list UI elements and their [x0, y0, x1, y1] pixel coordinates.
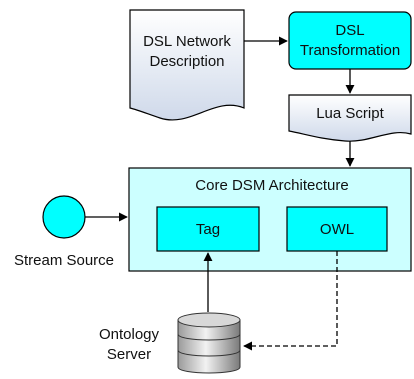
dashed-arrow-owl-to-ontology — [243, 251, 338, 351]
dsl-description-line-2: Description — [149, 53, 224, 70]
ontology-server-line-2: Server — [107, 346, 151, 363]
owl-node: OWL — [286, 206, 388, 252]
owl-label: OWL — [320, 221, 354, 238]
core-architecture-title: Core DSM Architecture — [195, 177, 348, 194]
stream-source-label: Stream Source — [14, 252, 114, 269]
stream-source-circle — [42, 195, 86, 239]
dsl-transformation-line-2: Transformation — [300, 42, 400, 59]
dsl-transformation-node: DSL Transformation — [288, 11, 412, 70]
tag-label: Tag — [196, 221, 220, 238]
tag-node: Tag — [156, 206, 260, 252]
ontology-server-node: Ontology Server — [99, 312, 241, 374]
database-icon — [177, 312, 241, 374]
lua-script-node: Lua Script — [288, 94, 412, 142]
stream-source-node: Stream Source — [14, 195, 114, 269]
lua-script-label: Lua Script — [316, 105, 384, 122]
dsl-network-description-node: DSL Network Description — [129, 9, 245, 121]
dsl-description-line-1: DSL Network — [143, 33, 231, 50]
dsl-transformation-line-1: DSL — [335, 22, 364, 39]
ontology-server-line-1: Ontology — [99, 326, 160, 343]
